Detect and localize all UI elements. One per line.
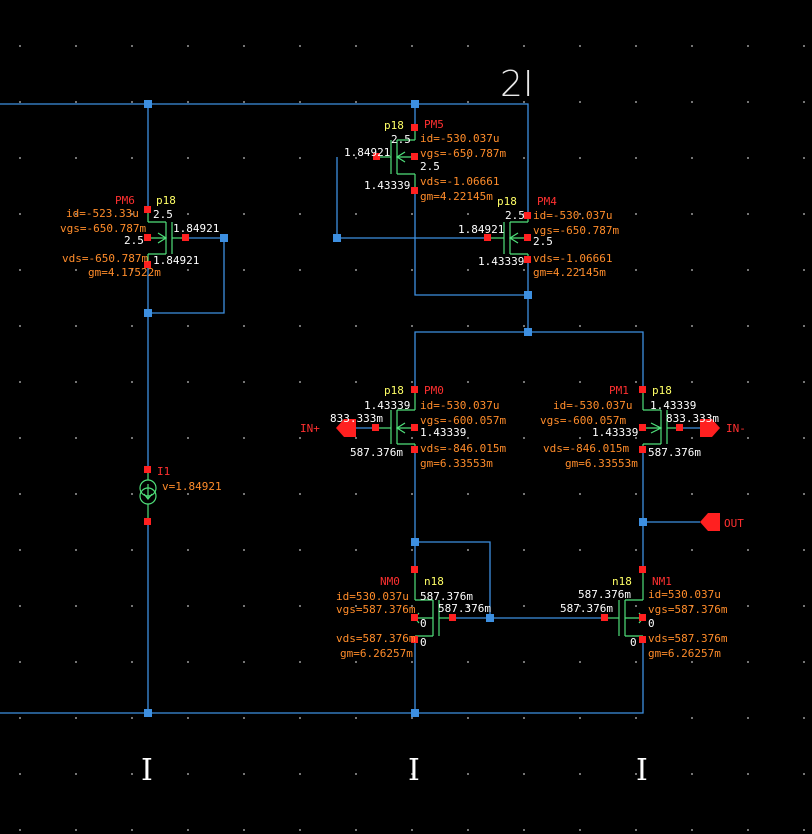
i1-name: I1: [157, 465, 170, 478]
pm5-vds: vds=-1.06661: [420, 175, 499, 188]
nm0-v-right: 0: [420, 617, 427, 630]
pm0-labels: p18 PM0 1.43339 id=-530.037u 833.333m vg…: [330, 384, 506, 470]
pm0-vds: vds=-846.015m: [420, 442, 506, 455]
pm5-id: id=-530.037u: [420, 132, 499, 145]
nm1-v-top: 587.376m: [578, 588, 631, 601]
pm0-v-right: 1.43339: [420, 426, 466, 439]
pm6-v-gate: 1.84921: [173, 222, 219, 235]
pm1-vds: vds=-846.015m: [543, 442, 629, 455]
nm0-v-bot: 0: [420, 636, 427, 649]
pm4-v-bot: 1.43339: [478, 255, 524, 268]
i-mark-center: I: [408, 753, 420, 788]
nm0-v-gate: 587.376m: [438, 602, 491, 615]
nm0-model: n18: [424, 575, 444, 588]
pm1-labels: PM1 p18 id=-530.037u 1.43339 vgs=-600.05…: [540, 384, 719, 470]
pm4-id: id=-530.037u: [533, 209, 612, 222]
nm0-v-top: 587.376m: [420, 590, 473, 603]
i1-current-source-symbol[interactable]: [139, 470, 157, 521]
pm5-v-top: 2.5: [391, 133, 411, 146]
in-minus-label: IN-: [726, 422, 746, 435]
pm1-vgs: vgs=-600.057m: [540, 414, 626, 427]
pm4-vds: vds=-1.06661: [533, 252, 612, 265]
nm1-symbol[interactable]: [605, 570, 644, 640]
pm0-v-top: 1.43339: [364, 399, 410, 412]
out-label: OUT: [724, 517, 744, 530]
i1-value: v=1.84921: [162, 480, 222, 493]
pm4-labels: p18 PM4 2.5 id=-530.037u 1.84921 vgs=-65…: [458, 195, 619, 279]
pm4-vgs: vgs=-650.787m: [533, 224, 619, 237]
pm5-name: PM5: [424, 118, 444, 131]
pm6-v-bot: 1.84921: [153, 254, 199, 267]
pm1-v-bot: 587.376m: [648, 446, 701, 459]
nm0-vgs: vgs=587.376m: [336, 603, 416, 616]
pm5-symbol[interactable]: [377, 128, 416, 194]
pm0-v-bot: 587.376m: [350, 446, 403, 459]
pin-markers: [144, 124, 683, 643]
pm5-v-right: 2.5: [420, 160, 440, 173]
pm0-v-gate: 833.333m: [330, 412, 383, 425]
nm1-id: id=530.037u: [648, 588, 721, 601]
pm6-vds: vds=-650.787m: [62, 252, 148, 265]
nm1-labels: n18 NM1 587.376m id=530.037u 587.376m vg…: [560, 575, 728, 660]
pm1-v-gate: 833.333m: [666, 412, 719, 425]
pm6-gm: gm=4.17522m: [88, 266, 161, 279]
title-2i: 2I: [500, 64, 534, 105]
pm4-v-gate: 1.84921: [458, 223, 504, 236]
pm0-gm: gm=6.33553m: [420, 457, 493, 470]
nm0-id: id=530.037u: [336, 590, 409, 603]
pm4-v-top: 2.5: [505, 209, 525, 222]
nm0-vds: vds=587.376m: [336, 632, 416, 645]
nm1-v-bot: 0: [630, 636, 637, 649]
pm1-symbol[interactable]: [642, 392, 678, 452]
i-mark-right: I: [636, 753, 648, 788]
pm6-vgs: vgs=-650.787m: [60, 222, 146, 235]
nm1-vgs: vgs=587.376m: [648, 603, 728, 616]
pm6-labels: PM6 p18 id=-523.33u vgs=-650.787m vds=-6…: [60, 194, 219, 279]
out-pin-shape[interactable]: [700, 513, 720, 531]
pm5-vgs: vgs=-650.787m: [420, 147, 506, 160]
pm6-v-left: 2.5: [124, 234, 144, 247]
nm0-labels: NM0 n18 id=530.037u 587.376m vgs=587.376…: [336, 575, 491, 660]
pm0-model: p18: [384, 384, 404, 397]
nm1-v-gate: 587.376m: [560, 602, 613, 615]
pm4-name: PM4: [537, 195, 557, 208]
pm1-model: p18: [652, 384, 672, 397]
pm6-model: p18: [156, 194, 176, 207]
pm5-labels: p18 PM5 2.5 id=-530.037u 1.84921 vgs=-65…: [344, 118, 506, 203]
nm1-v-left: 0: [648, 617, 655, 630]
pm5-model: p18: [384, 119, 404, 132]
pm1-v-left: 1.43339: [592, 426, 638, 439]
pm5-v-gate: 1.84921: [344, 146, 390, 159]
in-plus-pin-shape[interactable]: [336, 419, 356, 437]
pm1-name: PM1: [609, 384, 629, 397]
pm4-v-right: 2.5: [533, 235, 553, 248]
pm5-v-bot: 1.43339: [364, 179, 410, 192]
nm1-gm: gm=6.26257m: [648, 647, 721, 660]
nm1-name: NM1: [652, 575, 672, 588]
i-mark-left: I: [141, 753, 153, 788]
nm1-vds: vds=587.376m: [648, 632, 728, 645]
in-minus-pin-shape[interactable]: [700, 419, 720, 437]
pm0-name: PM0: [424, 384, 444, 397]
pm0-id: id=-530.037u: [420, 399, 499, 412]
pm4-gm: gm=4.22145m: [533, 266, 606, 279]
pm1-v-top: 1.43339: [650, 399, 696, 412]
pm5-gm: gm=4.22145m: [420, 190, 493, 203]
nm0-gm: gm=6.26257m: [340, 647, 413, 660]
nm1-model: n18: [612, 575, 632, 588]
pm6-v-top: 2.5: [153, 208, 173, 221]
junction-dots: [144, 100, 647, 717]
in-plus-label: IN+: [300, 422, 320, 435]
pm6-id: id=-523.33u: [66, 207, 139, 220]
pm1-gm: gm=6.33553m: [565, 457, 638, 470]
pm6-name: PM6: [115, 194, 135, 207]
pm4-model: p18: [497, 195, 517, 208]
pm0-vgs: vgs=-600.057m: [420, 414, 506, 427]
nm0-name: NM0: [380, 575, 400, 588]
pm1-id: id=-530.037u: [553, 399, 632, 412]
